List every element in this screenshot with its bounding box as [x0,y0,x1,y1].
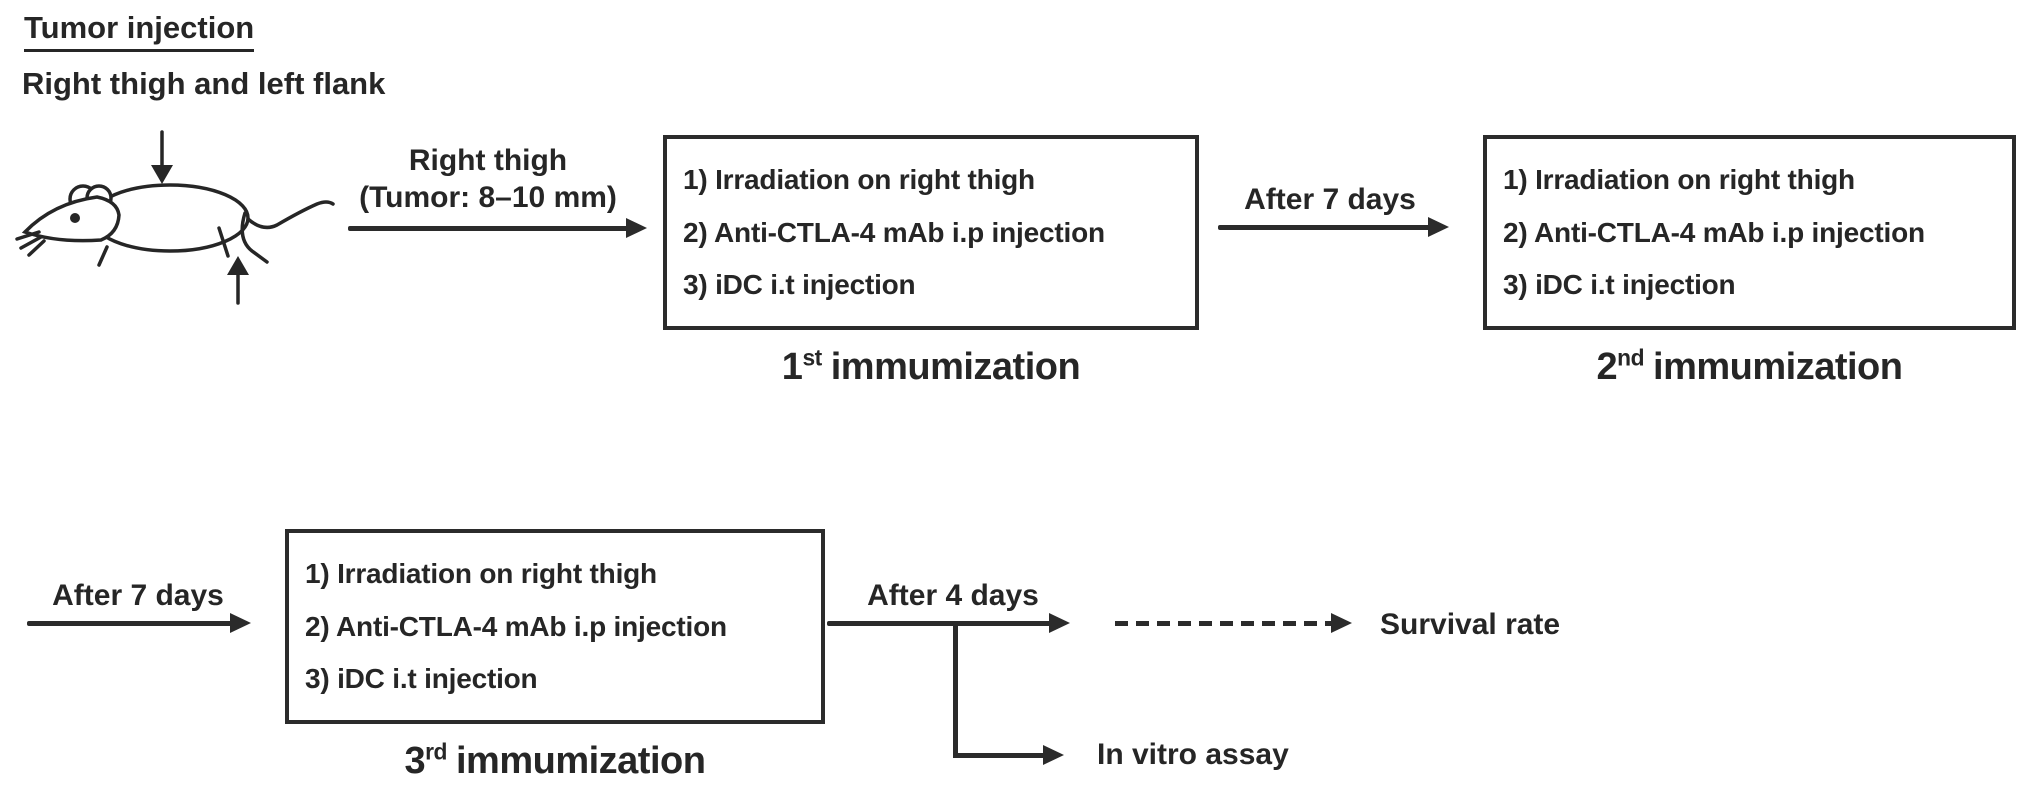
after-4-days-label: After 4 days [867,579,1039,612]
mouse-eye [70,213,80,223]
caption2-text: immumization [1653,346,1903,388]
mouse-rear-leg [217,226,230,258]
immunization-caption-3: 3rd immumization [285,740,825,783]
box2-step-3: 3) iDC i.t injection [1503,269,1736,301]
box3-step-2: 2) Anti-CTLA-4 mAb i.p injection [305,610,727,642]
mouse-front-leg [97,245,109,267]
thigh-injection-up-arrow-icon [227,256,249,305]
arrow-box1-box2-head-icon [1428,217,1449,237]
mouse-tail [246,200,335,230]
caption2-ordinal-suffix: nd [1617,344,1645,371]
arrow-after-box3-head-icon [1049,613,1070,633]
branch-vertical-line [953,621,958,758]
dashed-arrow-to-survival-head-icon [1331,613,1352,633]
figure-title: Tumor injection [24,10,255,52]
tumor-size-arrow-label: Right thigh (Tumor: 8–10 mm) [338,142,638,216]
caption3-text: immumization [455,740,706,782]
box1-step-1: 1) Irradiation on right thigh [683,163,1035,195]
caption1-text: immumization [830,346,1081,388]
caption1-ordinal-suffix: st [802,344,822,371]
arrow-to-box3-line [27,621,232,626]
caption2-ordinal: 2 [1596,346,1618,388]
box3-step-1: 1) Irradiation on right thigh [305,557,657,589]
tumor-size-label-line1: Right thigh [408,144,568,177]
immunization-box-3: 1) Irradiation on right thigh 2) Anti-CT… [285,529,825,724]
dashed-arrow-to-survival-line [1115,621,1333,626]
arrow-to-box1-line [348,226,628,231]
after-7-days-top-label: After 7 days [1244,183,1416,216]
arrow-to-box1-head-icon [626,218,647,238]
box1-step-2: 2) Anti-CTLA-4 mAb i.p injection [683,216,1105,248]
arrow-after-box3-line [827,621,1051,626]
flank-injection-down-arrow-icon [151,130,173,184]
immunization-box-1: 1) Irradiation on right thigh 2) Anti-CT… [663,135,1199,330]
figure-subtitle: Right thigh and left flank [22,66,386,101]
immunization-box-2: 1) Irradiation on right thigh 2) Anti-CT… [1483,135,2016,330]
branch-to-invitro-head-icon [1043,745,1064,765]
mouse-icon [15,130,335,305]
box2-step-2: 2) Anti-CTLA-4 mAb i.p injection [1503,216,1925,248]
tumor-size-label-line2: (Tumor: 8–10 mm) [359,181,617,214]
box1-step-3: 3) iDC i.t injection [683,269,916,301]
mouse-whiskers [15,230,46,257]
box2-step-1: 1) Irradiation on right thigh [1503,163,1855,195]
mouse-rear-thigh [240,211,269,264]
immunization-caption-1: 1st immumization [663,346,1199,389]
arrow-to-box3-head-icon [230,613,251,633]
in-vitro-assay-label: In vitro assay [1097,738,1289,771]
survival-rate-label: Survival rate [1380,608,1561,641]
branch-to-invitro-line [953,753,1045,758]
caption3-ordinal-suffix: rd [425,738,447,765]
immunization-caption-2: 2nd immumization [1483,346,2016,389]
arrow-box1-box2-line [1218,225,1430,230]
caption1-ordinal: 1 [781,346,803,388]
after-7-days-bottom-label: After 7 days [52,579,224,612]
caption3-ordinal: 3 [404,740,426,782]
box3-step-3: 3) iDC i.t injection [305,663,538,695]
